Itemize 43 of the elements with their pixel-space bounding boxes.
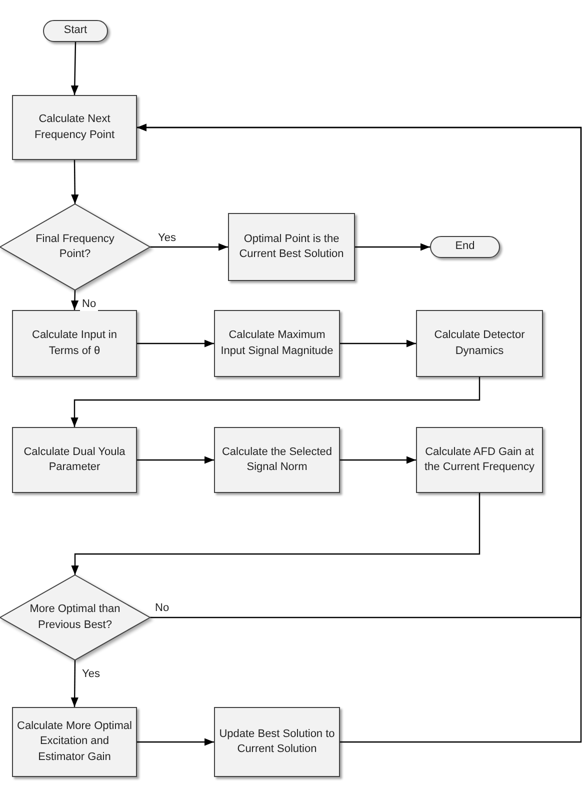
node-label: Calculate Dual Youla Parameter [22,444,126,475]
node-label: Calculate Maximum Input Signal Magnitude [220,328,334,358]
node-label: Optimal Point is the Current Best Solution [238,232,345,262]
arrow [137,124,582,743]
arrow [70,660,78,707]
node-label: Start [62,23,88,38]
terminal-pill [430,236,500,258]
arrow [71,160,79,204]
arrow [71,493,480,575]
node-label: Calculate Next Frequency Point [33,112,116,142]
terminal-pill [43,20,108,42]
arrow [340,456,416,464]
decision-diamond [0,204,150,290]
arrow [137,340,214,348]
process-box [228,213,355,281]
decision-diamond [0,575,150,660]
node-label: Calculate More Optimal Excitation and Estimator Gain [16,718,133,765]
node-label: End [454,239,476,254]
node-label: Final Frequency Point? [34,232,116,262]
edge-label: No [80,298,98,312]
process-box [416,310,543,377]
arrow [150,243,228,251]
node-label: More Optimal than Previous Best? [28,602,122,632]
arrow [355,243,430,251]
arrow [70,377,480,427]
node-label: Calculate Input in Terms of θ [31,328,118,358]
process-box [12,310,137,377]
process-box [12,95,137,160]
node-label: Update Best Solution to Current Solution [218,726,336,757]
process-box [214,310,340,377]
node-label: Calculate Detector Dynamics [433,328,526,358]
node-label: Calculate AFD Gain at the Current Frequency [423,444,536,475]
arrow [70,290,79,310]
arrow [137,738,214,746]
process-box [214,707,340,777]
node-label: Calculate the Selected Signal Norm [220,444,334,475]
process-box [12,427,137,493]
process-box [416,427,543,493]
process-box [214,427,340,493]
arrow [70,42,79,96]
process-box [12,707,137,777]
arrow [340,340,416,348]
arrow [137,456,214,464]
